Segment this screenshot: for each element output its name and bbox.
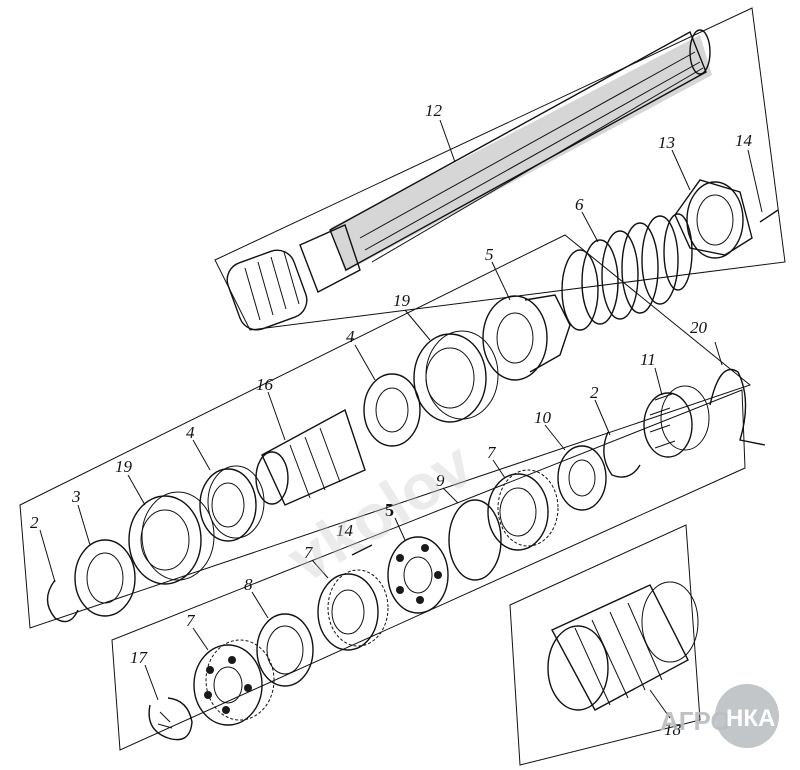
pin-14-top — [759, 209, 779, 223]
pin-14-lower — [351, 544, 373, 556]
snap-ring-2-mid — [603, 431, 641, 478]
cup-13 — [674, 179, 753, 259]
label-2-upper: 2 — [30, 513, 39, 532]
label-5-hub: 5 — [385, 500, 394, 520]
label-18: 18 — [664, 720, 682, 739]
label-7-upper: 7 — [487, 443, 497, 462]
gear-7-mid — [317, 569, 389, 651]
label-3: 3 — [71, 487, 81, 506]
frame-upper-row — [19, 234, 752, 629]
gear-7-upper — [487, 469, 559, 551]
label-14-top: 14 — [735, 131, 753, 150]
agronka-logo: АГРО НКА — [660, 684, 779, 748]
housing-18 — [547, 581, 699, 711]
label-11: 11 — [640, 350, 656, 369]
part-labels: 12 13 14 6 5 19 4 16 4 19 3 2 20 11 2 10… — [30, 101, 753, 739]
label-7-lower: 7 — [186, 611, 196, 630]
gear-7-lower — [193, 639, 275, 726]
label-19-lower: 19 — [115, 457, 133, 476]
panel-frames — [19, 7, 786, 766]
label-20: 20 — [690, 318, 708, 337]
logo-text-right: НКА — [726, 705, 775, 732]
label-12: 12 — [425, 101, 443, 120]
coil-spring — [561, 213, 693, 331]
clip-17 — [148, 697, 193, 741]
label-13: 13 — [658, 133, 675, 152]
frame-housing — [509, 524, 701, 766]
label-2-mid: 2 — [590, 383, 599, 402]
logo-circle — [715, 684, 779, 748]
diagonal-watermark: vkolov — [275, 427, 485, 596]
sleeve-16 — [255, 408, 366, 506]
ring-4-lower — [199, 465, 265, 542]
washer-8 — [256, 613, 314, 687]
label-19-upper: 19 — [393, 291, 411, 310]
label-5-mid: 5 — [485, 245, 494, 264]
label-4-lower: 4 — [186, 423, 195, 442]
washer-10 — [557, 445, 607, 511]
snap-ring-2-upper — [46, 579, 79, 623]
wire-ring-20 — [709, 368, 766, 446]
label-17: 17 — [130, 648, 149, 667]
cup-5 — [482, 294, 571, 381]
ring-9 — [448, 499, 502, 581]
label-16: 16 — [256, 375, 274, 394]
frame-lower-row — [111, 389, 746, 751]
bearing-19-lower — [128, 491, 215, 585]
label-6: 6 — [575, 195, 584, 214]
label-8: 8 — [244, 575, 253, 594]
label-10: 10 — [534, 408, 552, 427]
label-14-lower: 14 — [336, 521, 354, 540]
splined-shaft — [226, 29, 712, 331]
hub-5 — [387, 536, 449, 614]
label-4-upper: 4 — [346, 327, 355, 346]
label-7-mid: 7 — [304, 543, 314, 562]
label-9: 9 — [436, 471, 445, 490]
race-3 — [74, 539, 136, 617]
bearing-19-upper — [413, 330, 499, 423]
leader-lines — [39, 119, 763, 719]
ring-4-upper — [363, 373, 421, 447]
roller-cage-11 — [643, 385, 710, 458]
frame-shaft — [214, 7, 786, 331]
